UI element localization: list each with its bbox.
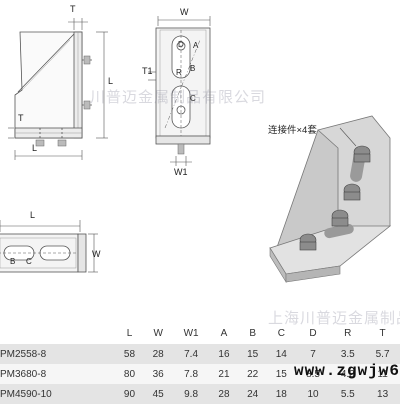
cell: 15 bbox=[238, 344, 267, 364]
cell: 24 bbox=[238, 384, 267, 404]
cell: 3.5 bbox=[330, 344, 366, 364]
cell-model: PM2558-8 bbox=[0, 344, 116, 364]
header-B: B bbox=[249, 327, 256, 339]
cell: 7 bbox=[295, 344, 331, 364]
cell: 22 bbox=[238, 364, 267, 384]
cell: 28 bbox=[143, 344, 173, 364]
cell: 13 bbox=[365, 384, 400, 404]
front-view bbox=[8, 18, 108, 160]
front-dim-L-bottom: L bbox=[32, 143, 38, 153]
table-row: PM4590-10 90 45 9.8 28 24 18 10 5.5 13 bbox=[0, 384, 400, 404]
side-dim-W1: W1 bbox=[174, 167, 188, 177]
header-A: A bbox=[220, 327, 228, 339]
side-hole-D: D bbox=[178, 40, 184, 49]
header-W1: W1 bbox=[183, 327, 199, 339]
cell: 5.7 bbox=[365, 344, 400, 364]
cell: 16 bbox=[209, 344, 239, 364]
side-dim-W: W bbox=[180, 7, 189, 17]
top-dim-B: B bbox=[10, 257, 16, 266]
cell: 18 bbox=[266, 384, 296, 404]
side-hole-A: A bbox=[193, 41, 199, 50]
side-dim-T1: T1 bbox=[142, 66, 153, 76]
top-dim-W: W bbox=[92, 249, 101, 259]
cell-model: PM3680-8 bbox=[0, 364, 116, 384]
cell: 7.8 bbox=[172, 364, 210, 384]
fastener-group bbox=[299, 145, 371, 251]
table-row: PM3680-8 80 36 7.8 21 22 15 8.5 4.3 11 bbox=[0, 364, 400, 384]
header-C: C bbox=[277, 327, 285, 339]
cell: 28 bbox=[209, 384, 239, 404]
side-hole-C: C bbox=[190, 94, 196, 103]
cell: 21 bbox=[209, 364, 239, 384]
cell-model: PM4590-10 bbox=[0, 384, 116, 404]
top-dim-L: L bbox=[30, 210, 36, 220]
cell: 9.8 bbox=[172, 384, 210, 404]
spec-table-header: L W W1 A B C D R T bbox=[0, 322, 400, 344]
cell: 14 bbox=[266, 344, 296, 364]
watermark-url: www.zgwjw6 bbox=[293, 362, 400, 380]
cell: 4.3 bbox=[330, 364, 366, 384]
cell: 36 bbox=[143, 364, 173, 384]
table-row: PM2558-8 58 28 7.4 16 15 14 7 3.5 5.7 bbox=[0, 344, 400, 364]
side-bottom-flange bbox=[155, 135, 211, 145]
side-hole-B: B bbox=[190, 64, 196, 73]
front-dim-L-right: L bbox=[108, 76, 114, 86]
header-T: T bbox=[379, 327, 386, 339]
header-R: R bbox=[344, 327, 352, 339]
cell: 45 bbox=[143, 384, 173, 404]
top-dim-C: C bbox=[26, 257, 32, 266]
watermark-company-top: 川普迈金属制品有限公司 bbox=[90, 89, 267, 106]
cell: 80 bbox=[115, 364, 144, 384]
header-L: L bbox=[126, 327, 133, 339]
cell: 58 bbox=[115, 344, 144, 364]
cell: 10 bbox=[295, 384, 331, 404]
header-model bbox=[0, 322, 115, 344]
side-hole-R: R bbox=[176, 68, 182, 77]
front-dim-T: T bbox=[70, 4, 76, 14]
header-W: W bbox=[153, 327, 163, 339]
header-D: D bbox=[309, 327, 317, 339]
front-dim-T-inner: T bbox=[18, 113, 24, 123]
cell: 5.5 bbox=[330, 384, 366, 404]
cell: 11 bbox=[365, 364, 400, 384]
bracket-3d-render bbox=[269, 115, 392, 284]
cell: 15 bbox=[266, 364, 296, 384]
watermark-company-bottom: 上海川普迈金属制品有限公 bbox=[268, 310, 400, 327]
cell: 8.5 bbox=[295, 364, 331, 384]
front-gusset-edge bbox=[17, 33, 75, 93]
fastener-callout: 连接件×4套 bbox=[268, 125, 317, 136]
spec-table: L W W1 A B C D R T PM2558-8 58 28 7.4 16… bbox=[0, 322, 400, 404]
side-view bbox=[148, 16, 211, 166]
cell: 7.4 bbox=[172, 344, 210, 364]
cell: 90 bbox=[115, 384, 144, 404]
top-view bbox=[0, 220, 98, 273]
